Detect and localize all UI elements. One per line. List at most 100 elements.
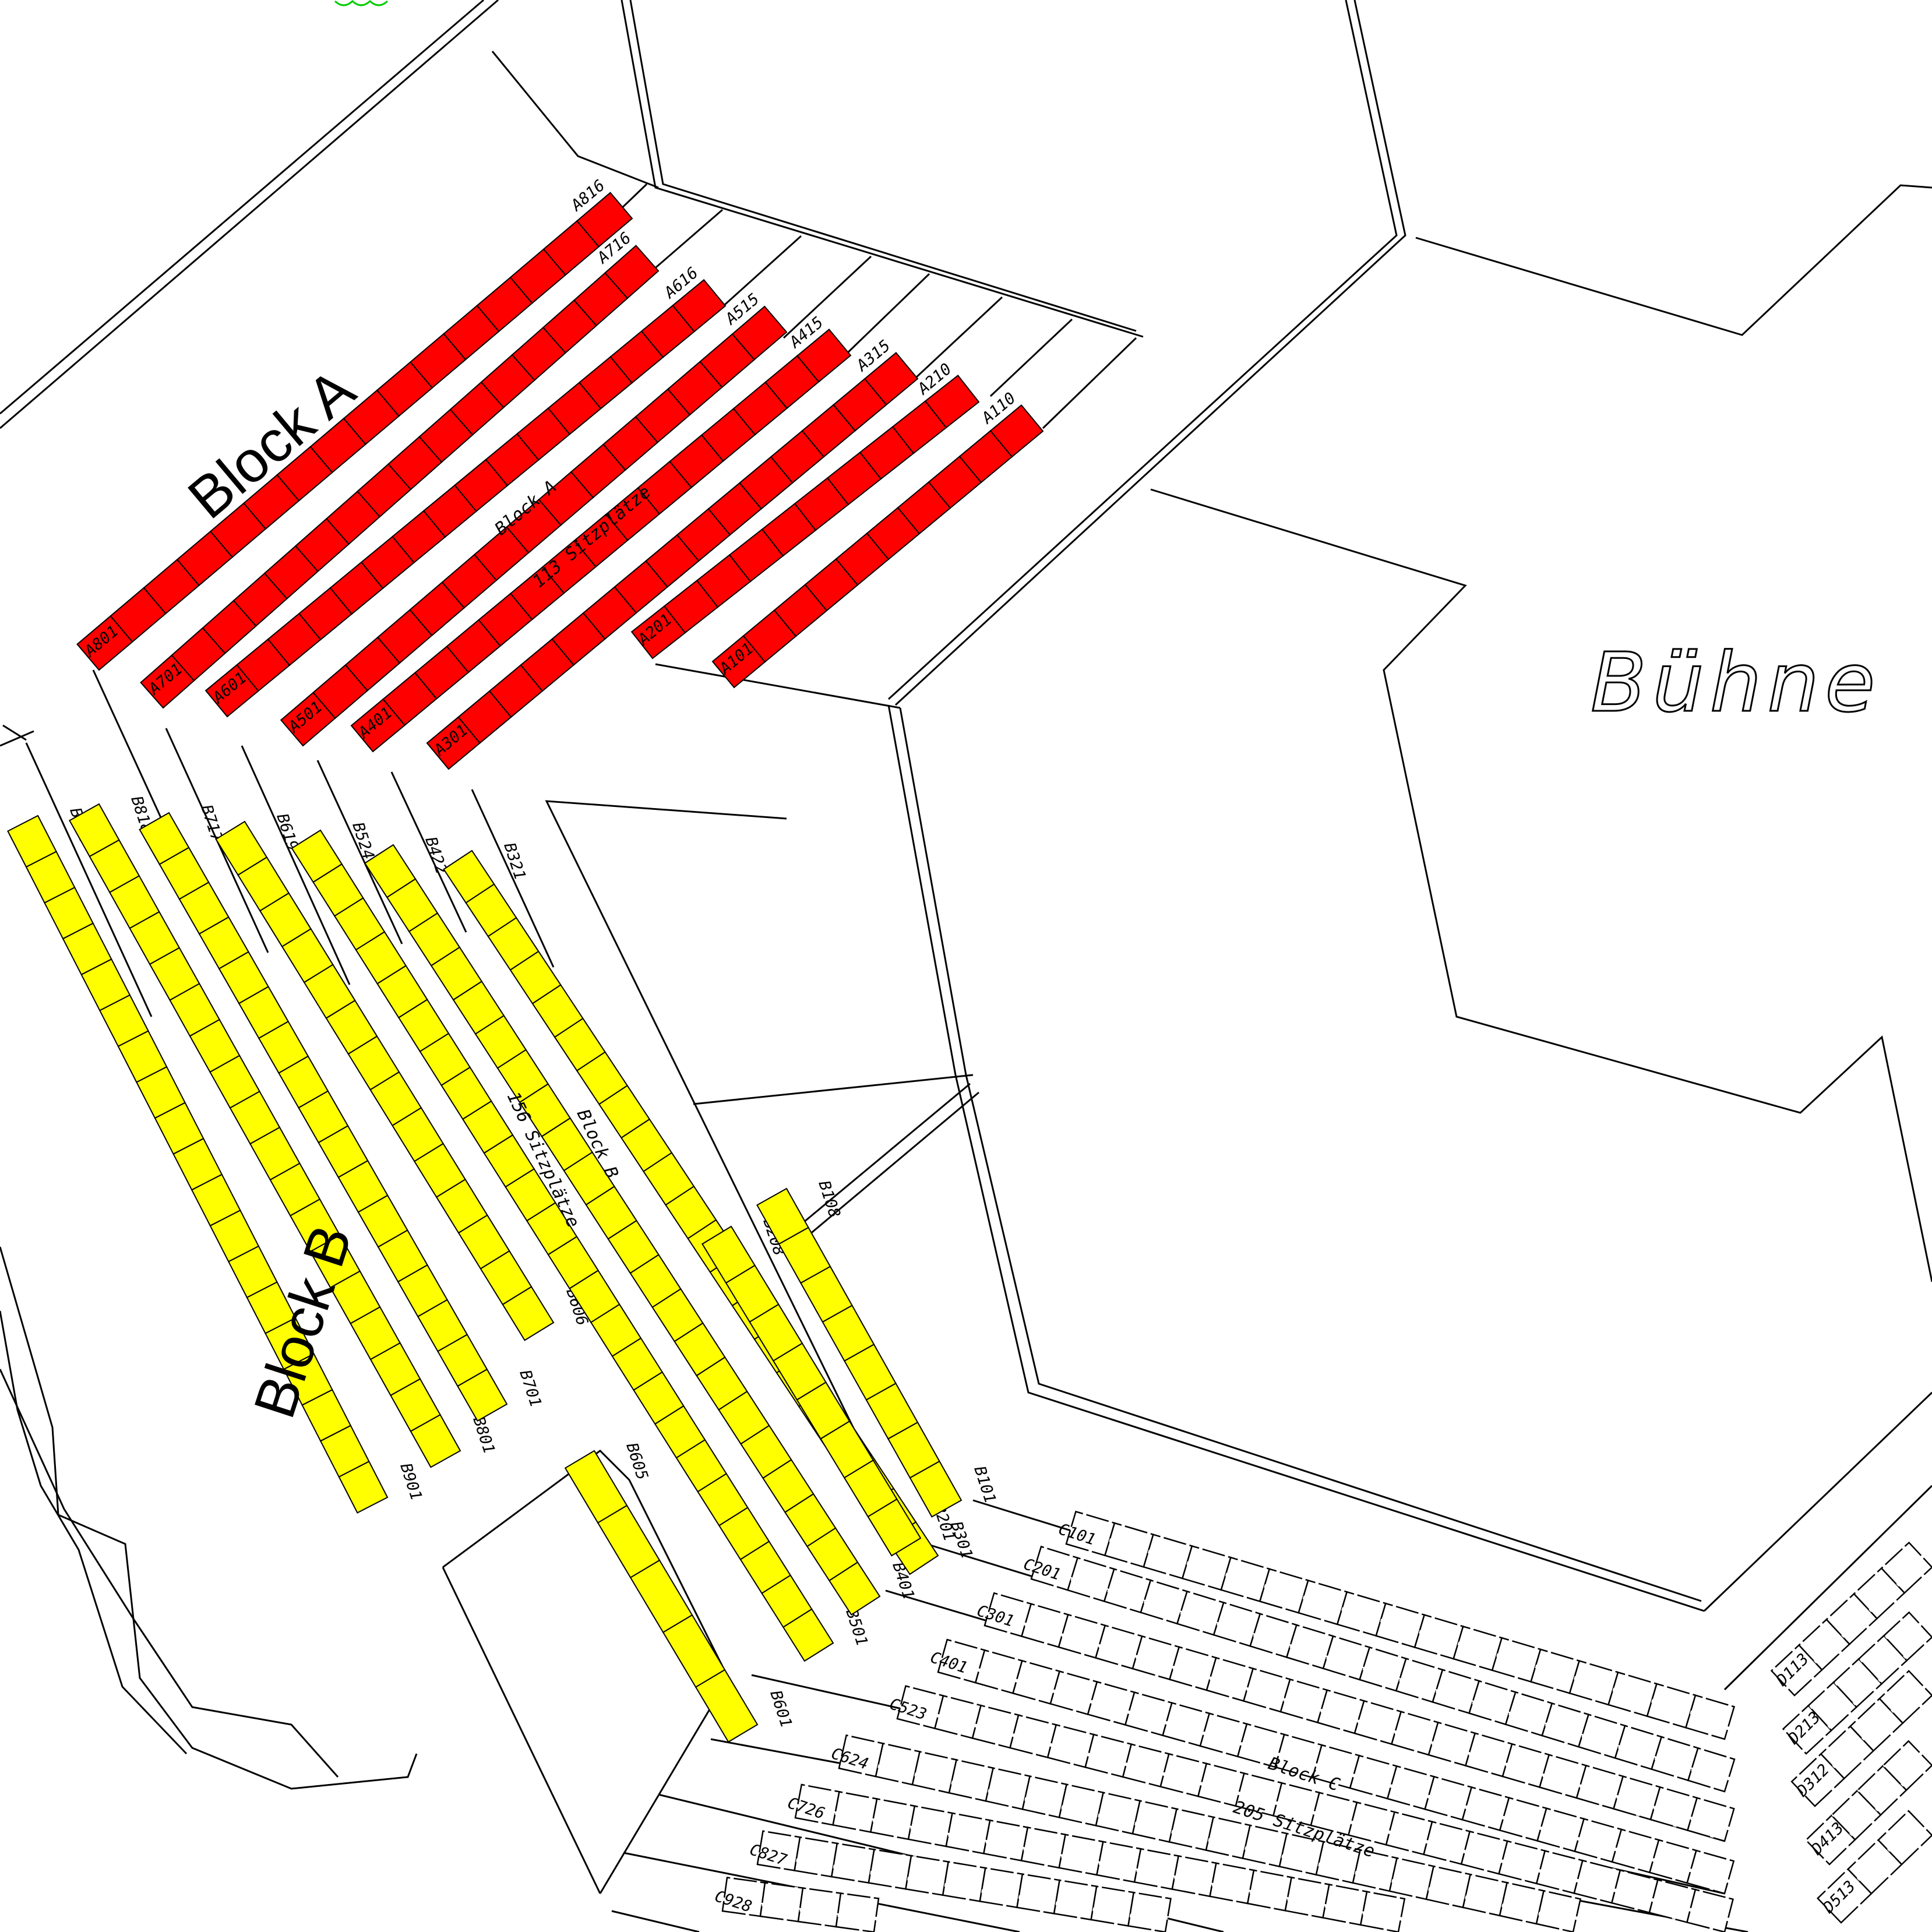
block-a-row — [76, 192, 633, 671]
block-a-row — [140, 245, 660, 709]
block-b-row — [139, 812, 508, 1422]
block-c-row — [937, 1638, 1735, 1895]
seat[interactable] — [1684, 1694, 1736, 1740]
seat[interactable] — [869, 1798, 916, 1841]
seat[interactable] — [1882, 1611, 1932, 1662]
block-a-row — [205, 278, 727, 718]
block-b-row — [291, 829, 834, 1662]
block-b-row — [564, 1450, 759, 1743]
seat[interactable] — [1535, 1889, 1582, 1932]
block-c-row — [983, 1592, 1735, 1842]
seat[interactable] — [1322, 1884, 1368, 1926]
seat[interactable] — [982, 1819, 1029, 1862]
seat[interactable] — [1284, 1876, 1330, 1919]
seat[interactable] — [797, 1887, 842, 1928]
block-c-row — [756, 1830, 1172, 1932]
block-a-row — [350, 328, 852, 753]
block-d-row — [1790, 1670, 1932, 1807]
block-b-row — [364, 844, 881, 1616]
seat[interactable] — [1127, 1891, 1172, 1932]
seat[interactable] — [905, 1855, 950, 1896]
block-b-rows: B919B901B818B801B717B701B619B606B605B601… — [7, 794, 999, 1743]
block-c: C101C117C201C219C301C320C401C421C523C624… — [713, 1510, 1736, 1932]
seat[interactable] — [868, 1848, 912, 1890]
seat[interactable] — [1687, 1747, 1736, 1793]
seat[interactable] — [1878, 1670, 1932, 1725]
seat[interactable] — [907, 1805, 953, 1848]
block-d-row — [1782, 1611, 1932, 1755]
row-end-label: B524 — [348, 820, 378, 862]
block-b-row — [701, 1225, 922, 1557]
row-start-label: B101 — [970, 1464, 999, 1506]
row-end-label: B605 — [622, 1441, 651, 1482]
seat[interactable] — [1090, 1885, 1135, 1927]
seat[interactable] — [796, 328, 852, 383]
block-c-row — [794, 1783, 1406, 1932]
seat[interactable] — [604, 245, 660, 299]
block-a: A801A816A701A716A601A616A501A515A401A415… — [76, 177, 1044, 770]
seat[interactable] — [1881, 1740, 1932, 1792]
block-b: B919B901B818B801B717B701B619B606B605B601… — [7, 794, 999, 1743]
seat[interactable] — [782, 1608, 834, 1662]
seat[interactable] — [1686, 1797, 1735, 1842]
seat[interactable] — [979, 1867, 1024, 1909]
seat[interactable] — [835, 1892, 880, 1932]
seat[interactable] — [1686, 1849, 1735, 1895]
block-b-row — [756, 1187, 963, 1518]
block-c-row — [1065, 1510, 1736, 1740]
seat[interactable] — [794, 1836, 838, 1878]
seat[interactable] — [942, 1861, 986, 1902]
block-c-row — [838, 1734, 1582, 1932]
seat[interactable] — [457, 1368, 508, 1422]
seat[interactable] — [502, 1286, 555, 1341]
seat[interactable] — [924, 374, 980, 429]
seat[interactable] — [694, 1669, 759, 1743]
row-end-label: B108 — [815, 1179, 844, 1220]
block-a-row — [280, 305, 788, 747]
seat[interactable] — [945, 1812, 991, 1855]
seat[interactable] — [576, 192, 633, 248]
seat[interactable] — [863, 351, 919, 406]
seat[interactable] — [1359, 1891, 1406, 1932]
seat[interactable] — [1058, 1834, 1104, 1876]
row-start-label: B701 — [516, 1368, 545, 1409]
seat[interactable] — [867, 1498, 922, 1557]
block-c-rows: C101C117C201C219C301C320C401C421C523C624… — [713, 1510, 1736, 1932]
block-b-row — [69, 803, 461, 1468]
seat[interactable] — [989, 404, 1044, 458]
seat[interactable] — [672, 278, 727, 333]
block-c-row — [896, 1685, 1734, 1932]
block-d-row — [1770, 1541, 1932, 1697]
block-a-row — [630, 374, 980, 660]
seat[interactable] — [1016, 1873, 1061, 1915]
block-d-row — [1804, 1740, 1932, 1866]
block-a-row — [426, 351, 919, 770]
block-c-row — [721, 1877, 880, 1932]
seat[interactable] — [832, 1790, 878, 1833]
seat[interactable] — [1020, 1827, 1067, 1869]
seat[interactable] — [1096, 1841, 1142, 1883]
seat[interactable] — [828, 1561, 881, 1616]
seat[interactable] — [1053, 1879, 1098, 1921]
seat[interactable] — [830, 1842, 875, 1884]
seat[interactable] — [731, 305, 788, 361]
block-a-rows: A801A816A701A716A601A616A501A515A401A415… — [76, 177, 1044, 770]
seat[interactable] — [1246, 1869, 1293, 1912]
seat[interactable] — [759, 1882, 804, 1923]
seat[interactable] — [410, 1413, 461, 1468]
seat[interactable] — [1133, 1848, 1180, 1890]
seat[interactable] — [1686, 1888, 1734, 1932]
green-marker-icon — [334, 0, 389, 6]
seat[interactable] — [1171, 1855, 1217, 1898]
block-c-row — [1030, 1545, 1736, 1793]
seat[interactable] — [1877, 1810, 1932, 1866]
row-start-label: B901 — [396, 1461, 425, 1503]
seat[interactable] — [1880, 1541, 1932, 1594]
seat[interactable] — [338, 1461, 389, 1514]
seat[interactable] — [1209, 1862, 1255, 1905]
seat[interactable] — [909, 1460, 963, 1518]
